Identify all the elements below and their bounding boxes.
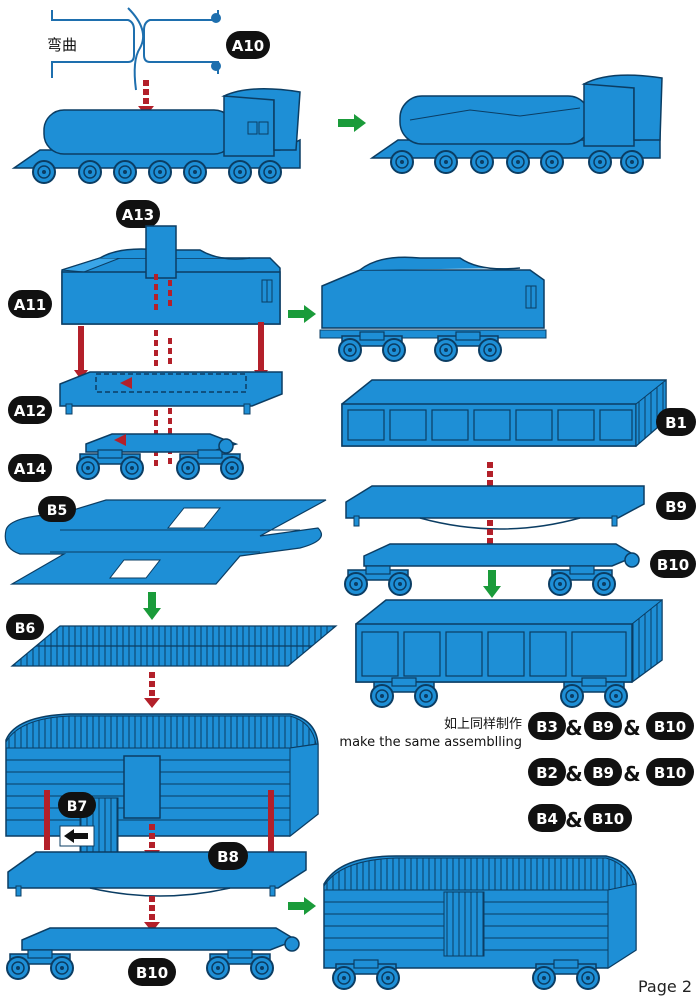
part-badge-a11: A11 bbox=[8, 290, 52, 318]
bogie-frame-b10-bottom bbox=[7, 927, 300, 979]
svg-text:B9: B9 bbox=[592, 764, 614, 782]
part-badge-a10: A10 bbox=[226, 31, 270, 59]
red-arrow-b8 bbox=[144, 896, 160, 932]
part-badge-b9: B9 bbox=[656, 492, 696, 520]
bend-note-cn: 弯曲 bbox=[47, 36, 77, 54]
green-arrow-b5 bbox=[143, 592, 161, 620]
green-arrow-tender bbox=[288, 305, 316, 323]
part-badge-b6: B6 bbox=[6, 614, 44, 640]
svg-text:B10: B10 bbox=[592, 810, 624, 828]
svg-text:B9: B9 bbox=[665, 498, 687, 516]
svg-text:B5: B5 bbox=[47, 503, 67, 519]
green-arrow-gondola bbox=[483, 570, 501, 598]
combo-row-2: B2 & B9 & B10 bbox=[528, 758, 694, 786]
svg-text:B1: B1 bbox=[665, 414, 687, 432]
part-badge-b1: B1 bbox=[656, 408, 696, 436]
roof-sheet-b6 bbox=[10, 625, 338, 667]
combo-row-3: B4 & B10 bbox=[528, 804, 632, 832]
boxcar-finished bbox=[323, 855, 637, 989]
svg-text:B2: B2 bbox=[536, 764, 558, 782]
svg-text:&: & bbox=[565, 808, 582, 832]
svg-text:A13: A13 bbox=[122, 206, 154, 224]
a10-bend-diagram bbox=[51, 7, 221, 91]
tender-bogies-a14 bbox=[77, 433, 243, 479]
green-arrow-loco bbox=[338, 114, 366, 132]
gondola-body-b1 bbox=[341, 378, 667, 448]
bogie-frame-b10-right bbox=[345, 543, 640, 595]
tender-chassis-a12 bbox=[59, 371, 283, 415]
svg-text:B6: B6 bbox=[15, 621, 35, 637]
svg-text:B9: B9 bbox=[592, 718, 614, 736]
tender-body-a11 bbox=[61, 225, 281, 325]
svg-text:A11: A11 bbox=[14, 296, 46, 314]
frame-b9 bbox=[345, 485, 645, 530]
part-badge-b10-bottom: B10 bbox=[128, 958, 176, 986]
svg-text:B3: B3 bbox=[536, 718, 558, 736]
part-badge-a13: A13 bbox=[116, 200, 160, 228]
red-arrow-b6 bbox=[144, 672, 160, 708]
part-badge-a12: A12 bbox=[8, 396, 52, 424]
svg-text:B10: B10 bbox=[657, 556, 689, 574]
tender-finished bbox=[319, 256, 547, 361]
page-number: Page 2 bbox=[638, 977, 692, 996]
svg-text:&: & bbox=[623, 762, 640, 786]
svg-text:&: & bbox=[565, 762, 582, 786]
part-badge-b5: B5 bbox=[38, 496, 76, 522]
floor-sheet-b5 bbox=[4, 499, 327, 585]
same-note-cn: 如上同样制作 bbox=[444, 716, 522, 732]
part-badge-b8: B8 bbox=[208, 842, 248, 870]
locomotive-assembly-left bbox=[11, 88, 301, 184]
same-note-en: make the same assemblling bbox=[339, 735, 522, 750]
svg-text:B4: B4 bbox=[536, 810, 558, 828]
underframe-b8 bbox=[7, 851, 307, 897]
gondola-finished bbox=[355, 598, 663, 707]
svg-text:&: & bbox=[623, 716, 640, 740]
part-badge-b7: B7 bbox=[58, 792, 96, 818]
svg-text:A14: A14 bbox=[14, 460, 46, 478]
part-badge-a14: A14 bbox=[8, 454, 52, 482]
svg-text:A12: A12 bbox=[14, 402, 46, 420]
green-arrow-boxcar bbox=[288, 897, 316, 915]
svg-text:B10: B10 bbox=[654, 764, 686, 782]
svg-text:B10: B10 bbox=[136, 964, 168, 982]
svg-text:B8: B8 bbox=[217, 848, 239, 866]
svg-text:B7: B7 bbox=[67, 799, 87, 815]
part-badge-b10-right: B10 bbox=[650, 550, 696, 578]
locomotive-finished bbox=[369, 74, 663, 174]
svg-text:A10: A10 bbox=[232, 37, 264, 55]
svg-text:B10: B10 bbox=[654, 718, 686, 736]
svg-text:&: & bbox=[565, 716, 582, 740]
combo-row-1: B3 & B9 & B10 bbox=[528, 712, 694, 740]
